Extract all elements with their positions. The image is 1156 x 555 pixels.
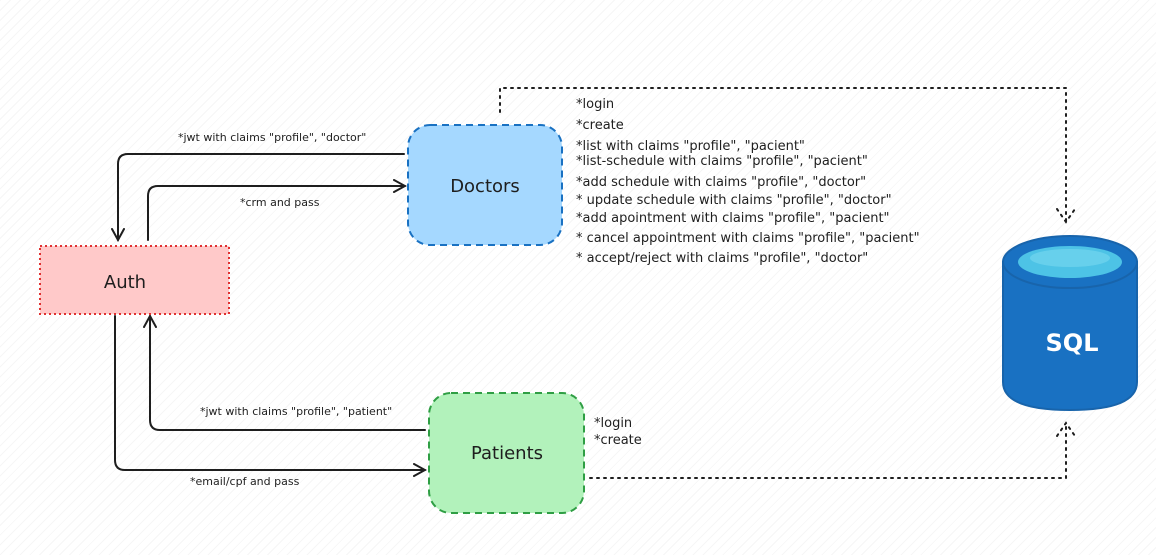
doctors-to-sql-connector bbox=[499, 87, 1067, 223]
doctor-op-item: *list-schedule with claims "profile", "p… bbox=[576, 154, 868, 169]
doctor-op-item: *login bbox=[576, 97, 614, 112]
auth-to-patients-arrow bbox=[114, 315, 425, 470]
doctor-operations-list: *login *create *list with claims "profil… bbox=[576, 97, 920, 266]
patients-to-auth-label: *jwt with claims "profile", "patient" bbox=[200, 405, 392, 418]
patients-label: Patients bbox=[471, 443, 543, 464]
sql-label: SQL bbox=[1046, 329, 1099, 357]
auth-label: Auth bbox=[104, 272, 146, 293]
doctor-op-item: *list with claims "profile", "pacient" bbox=[576, 139, 805, 154]
patients-to-auth-arrow bbox=[150, 316, 426, 431]
patient-operations-list: *login *create bbox=[594, 416, 642, 448]
patients-sql-arrowhead bbox=[1056, 421, 1076, 437]
doctor-op-item: * accept/reject with claims "profile", "… bbox=[576, 251, 868, 266]
doctors-to-auth-arrow bbox=[118, 153, 405, 240]
auth-to-doctors-arrow bbox=[147, 186, 405, 241]
doctors-to-auth-label: *jwt with claims "profile", "doctor" bbox=[178, 131, 366, 144]
auth-to-patients-label: *email/cpf and pass bbox=[190, 475, 300, 488]
auth-node: Auth bbox=[39, 245, 230, 315]
patients-to-sql-connector bbox=[589, 423, 1067, 479]
patient-op-item: *login bbox=[594, 416, 632, 431]
patient-op-item: *create bbox=[594, 433, 642, 448]
doctor-op-item: * update schedule with claims "profile",… bbox=[576, 193, 892, 208]
doctor-op-item: *add apointment with claims "profile", "… bbox=[576, 211, 890, 226]
patients-node: Patients bbox=[428, 392, 585, 514]
doctors-sql-arrowhead bbox=[1056, 208, 1076, 224]
sql-database-node: SQL bbox=[1002, 235, 1138, 412]
doctor-op-item: *create bbox=[576, 118, 624, 133]
doctor-op-item: * cancel appointment with claims "profil… bbox=[576, 231, 920, 246]
doctors-node: Doctors bbox=[407, 124, 563, 246]
doctor-op-item: *add schedule with claims "profile", "do… bbox=[576, 175, 866, 190]
doctors-label: Doctors bbox=[450, 176, 520, 197]
auth-to-doctors-label: *crm and pass bbox=[240, 196, 320, 209]
